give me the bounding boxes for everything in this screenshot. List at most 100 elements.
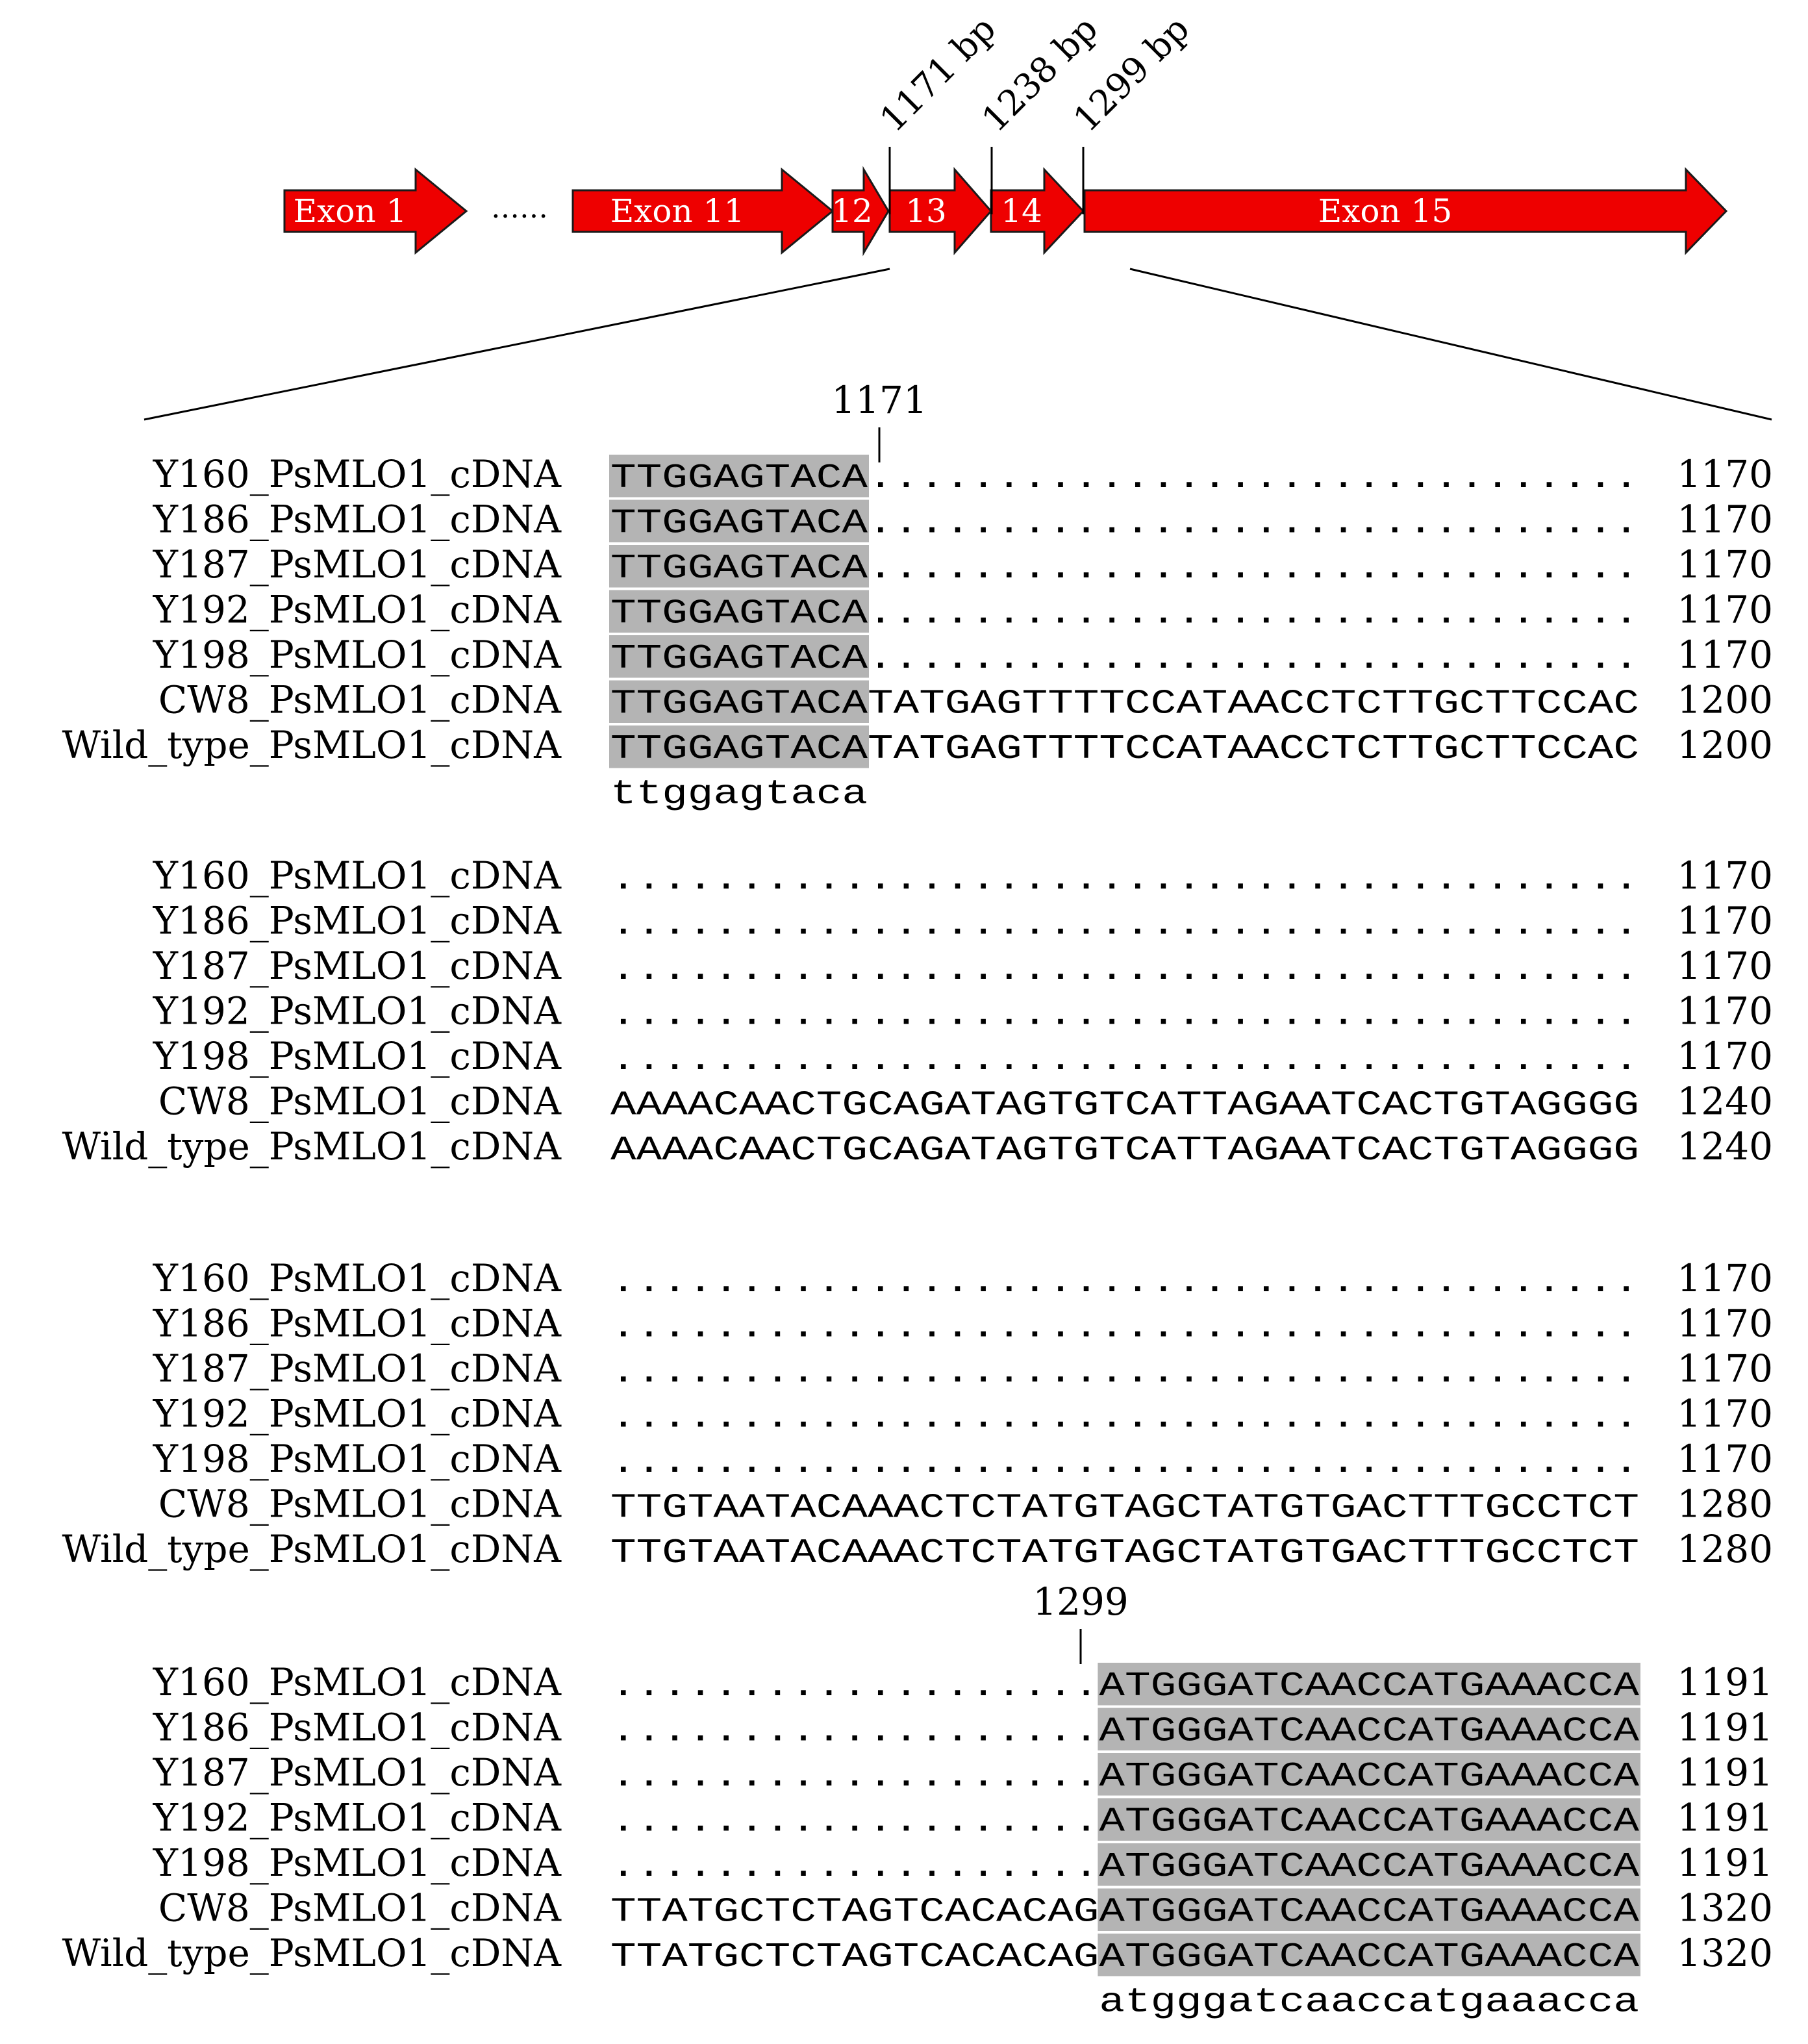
- sequence-name: Y198_PsMLO1_cDNA: [153, 1034, 562, 1078]
- sequence-residues: TTATGCTCTAGTCACACAGATGGGATCAACCATGAAACCA: [610, 1893, 1639, 1932]
- sequence-position: 1170: [1677, 1392, 1773, 1436]
- conserved-highlight: [1098, 1663, 1640, 1706]
- exon-arrow: [990, 167, 1085, 255]
- sequence-position: 1200: [1677, 723, 1773, 767]
- sequence-position: 1170: [1677, 944, 1773, 988]
- alignment-block: Y160_PsMLO1_cDNA TTGGAGTACA..............…: [62, 378, 1773, 814]
- conserved-highlight: [1098, 1708, 1640, 1750]
- sequence-name: Y186_PsMLO1_cDNA: [153, 1302, 562, 1346]
- sequence-residues: TTGGAGTACA..............................: [610, 549, 1639, 588]
- breakpoint-marker-label: 1171: [831, 378, 927, 422]
- conserved-highlight: [609, 635, 869, 678]
- exon-arrow: [888, 167, 992, 255]
- sequence-position: 1170: [1677, 542, 1773, 587]
- sequence-name: Y187_PsMLO1_cDNA: [153, 1750, 562, 1795]
- sequence-position: 1191: [1677, 1706, 1773, 1750]
- sequence-name: CW8_PsMLO1_cDNA: [158, 1079, 562, 1124]
- exon-arrow: [571, 167, 835, 255]
- sequence-position: 1170: [1677, 899, 1773, 943]
- sequence-residues: TTGTAATACAAACTCTATGTAGCTATGTGACTTTGCCTCT: [610, 1489, 1639, 1528]
- zoom-connector-lines: [144, 268, 1772, 421]
- sequence-residues: TTGGAGTACA..............................: [610, 594, 1639, 633]
- consensus-sequence: atgggatcaaccatgaaacca: [1099, 1983, 1639, 2022]
- sequence-position: 1280: [1677, 1482, 1773, 1526]
- sequence-residues: TTGGAGTACATATGAGTTTTCCATAACCTCTTGCTTCCAC: [610, 685, 1639, 724]
- sequence-residues: TTGGAGTACA..............................: [610, 639, 1639, 678]
- sequence-name: Y186_PsMLO1_cDNA: [153, 1706, 562, 1750]
- exon-arrow: [283, 167, 468, 255]
- sequence-residues: ........................................: [610, 905, 1639, 944]
- sequence-name: Y192_PsMLO1_cDNA: [153, 1796, 562, 1840]
- sequence-position: 1191: [1677, 1796, 1773, 1840]
- sequence-position: 1320: [1677, 1886, 1773, 1930]
- zoom-line-right: [1129, 268, 1772, 421]
- sequence-name: Y198_PsMLO1_cDNA: [153, 1437, 562, 1481]
- sequence-name: Y192_PsMLO1_cDNA: [153, 588, 562, 632]
- conserved-highlight: [609, 499, 869, 542]
- sequence-position: 1170: [1677, 1346, 1773, 1391]
- sequence-position: 1240: [1677, 1124, 1773, 1168]
- alignment-block: Y160_PsMLO1_cDNA ...................ATGGG…: [62, 1580, 1773, 2022]
- sequence-residues: ........................................: [610, 1041, 1639, 1079]
- exon-label: 13: [905, 192, 947, 230]
- conserved-highlight: [609, 590, 869, 633]
- sequence-residues: AAAACAACTGCAGATAGTGTCATTAGAATCACTGTAGGGG: [610, 1086, 1639, 1125]
- sequence-residues: TTGGAGTACA..............................: [610, 504, 1639, 543]
- sequence-position: 1170: [1677, 498, 1773, 542]
- sequence-name: Y186_PsMLO1_cDNA: [153, 899, 562, 943]
- sequence-residues: ...................ATGGGATCAACCATGAAACCA: [610, 1712, 1639, 1751]
- consensus-sequence: ttggagtaca: [610, 775, 868, 814]
- sequence-name: Wild_type_PsMLO1_cDNA: [62, 1527, 562, 1571]
- sequence-name: Y187_PsMLO1_cDNA: [153, 944, 562, 988]
- alignment-block: Y160_PsMLO1_cDNA........................…: [62, 1256, 1773, 1572]
- sequence-name: Y160_PsMLO1_cDNA: [153, 452, 562, 496]
- sequence-residues: ........................................: [610, 1353, 1639, 1392]
- sequence-position: 1191: [1677, 1750, 1773, 1795]
- sequence-name: CW8_PsMLO1_cDNA: [158, 678, 562, 722]
- conserved-highlight: [609, 455, 869, 498]
- sequence-residues: ...................ATGGGATCAACCATGAAACCA: [610, 1757, 1639, 1796]
- sequence-name: Y160_PsMLO1_cDNA: [153, 1660, 562, 1704]
- sequence-alignment: Y160_PsMLO1_cDNA TTGGAGTACA..............…: [62, 378, 1773, 2022]
- sequence-name: Y198_PsMLO1_cDNA: [153, 1841, 562, 1885]
- sequence-name: Y198_PsMLO1_cDNA: [153, 633, 562, 677]
- sequence-position: 1240: [1677, 1079, 1773, 1124]
- sequence-position: 1320: [1677, 1931, 1773, 1975]
- sequence-residues: ...................ATGGGATCAACCATGAAACCA: [610, 1847, 1639, 1886]
- sequence-position: 1170: [1677, 1437, 1773, 1481]
- sequence-residues: TTGGAGTACA..............................: [610, 459, 1639, 498]
- sequence-position: 1191: [1677, 1660, 1773, 1704]
- sequence-name: Wild_type_PsMLO1_cDNA: [62, 723, 562, 767]
- sequence-name: CW8_PsMLO1_cDNA: [158, 1482, 562, 1526]
- sequence-name: Y192_PsMLO1_cDNA: [153, 989, 562, 1033]
- alignment-block: Y160_PsMLO1_cDNA........................…: [62, 853, 1773, 1170]
- sequence-residues: TTGGAGTACATATGAGTTTTCCATAACCTCTTGCTTCCAC: [610, 729, 1639, 768]
- sequence-residues: TTGTAATACAAACTCTATGTAGCTATGTGACTTTGCCTCT: [610, 1533, 1639, 1572]
- sequence-name: Y160_PsMLO1_cDNA: [153, 1256, 562, 1300]
- breakpoint-marker-label: 1299: [1033, 1580, 1129, 1624]
- sequence-name: Y160_PsMLO1_cDNA: [153, 853, 562, 898]
- sequence-residues: AAAACAACTGCAGATAGTGTCATTAGAATCACTGTAGGGG: [610, 1131, 1639, 1170]
- sequence-residues: ........................................: [610, 1308, 1639, 1347]
- conserved-highlight: [1098, 1934, 1640, 1976]
- conserved-highlight: [609, 545, 869, 588]
- sequence-position: 1170: [1677, 633, 1773, 677]
- conserved-highlight: [1098, 1753, 1640, 1796]
- sequence-position: 1170: [1677, 1302, 1773, 1346]
- sequence-residues: ........................................: [610, 860, 1639, 899]
- sequence-residues: ........................................: [610, 996, 1639, 1035]
- sequence-name: Y187_PsMLO1_cDNA: [153, 542, 562, 587]
- conserved-highlight: [1098, 1888, 1640, 1931]
- exon-label: Exon 11: [610, 192, 745, 230]
- sequence-name: Y186_PsMLO1_cDNA: [153, 498, 562, 542]
- sequence-name: Wild_type_PsMLO1_cDNA: [62, 1931, 562, 1975]
- sequence-residues: ...................ATGGGATCAACCATGAAACCA: [610, 1802, 1639, 1841]
- sequence-residues: ........................................: [610, 1443, 1639, 1482]
- sequence-name: Y187_PsMLO1_cDNA: [153, 1346, 562, 1391]
- sequence-position: 1200: [1677, 678, 1773, 722]
- exon-label: 14: [1001, 192, 1042, 230]
- sequence-residues: ...................ATGGGATCAACCATGAAACCA: [610, 1667, 1639, 1706]
- exon-label: 12: [831, 192, 873, 230]
